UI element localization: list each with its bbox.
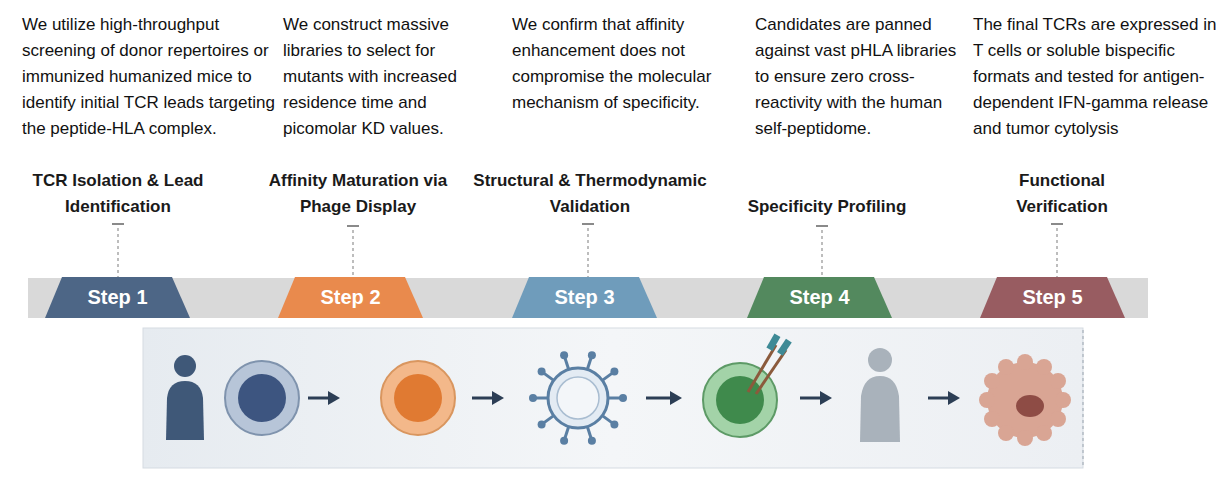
leader-line — [352, 230, 353, 277]
step-label: Step 4 — [789, 286, 849, 309]
tumor-bleb — [984, 373, 1000, 389]
tumor-bleb — [1055, 392, 1071, 408]
cell-nucleus — [238, 374, 286, 422]
arrow-shaft — [646, 397, 672, 400]
tumor-bleb — [998, 359, 1014, 375]
spike-tip — [619, 394, 627, 402]
illustration-strip — [143, 328, 1083, 468]
tumor-bleb — [1017, 354, 1033, 370]
pipette-tip — [766, 334, 780, 351]
tumor-cell — [979, 354, 1071, 446]
spike-tip — [588, 437, 596, 445]
phage-capsid — [548, 368, 608, 428]
tumor-bleb — [1017, 430, 1033, 446]
step-heading: Functional Verification — [997, 168, 1127, 220]
spike-tip — [560, 437, 568, 445]
pipette — [756, 350, 786, 394]
arrow-head — [948, 391, 960, 405]
donor-figure — [166, 355, 204, 440]
timeline-band — [28, 278, 1148, 318]
spike-tip — [538, 368, 546, 376]
arrow-head — [820, 391, 832, 405]
pipette-tip — [777, 339, 792, 356]
arrow-shaft — [308, 397, 330, 400]
leader-cap — [582, 223, 594, 225]
figure-head — [174, 355, 196, 377]
step-label: Step 3 — [554, 286, 614, 309]
leader-cap — [816, 225, 828, 227]
tumor-nucleus — [1016, 395, 1044, 417]
step-description: Candidates are panned against vast pHLA … — [755, 12, 973, 142]
figure-head — [868, 348, 892, 372]
patient-figure — [860, 348, 900, 442]
step-heading: Affinity Maturation via Phage Display — [242, 168, 474, 220]
tumor-bleb — [979, 392, 995, 408]
leader-cap — [1051, 223, 1063, 225]
leader-caps — [112, 224, 1063, 226]
step-heading: Structural & Thermodynamic Validation — [472, 168, 708, 220]
figure-body — [166, 381, 204, 440]
tumor-bleb — [998, 425, 1014, 441]
arrow-head — [328, 391, 340, 405]
arrow-shaft — [472, 397, 494, 400]
step-chevron: Step 3 — [512, 277, 657, 318]
arrow-shaft — [800, 397, 822, 400]
arrow-head — [492, 391, 504, 405]
step-label: Step 5 — [1022, 286, 1082, 309]
step-description: The final TCRs are expressed in T cells … — [973, 12, 1223, 142]
step-label: Step 2 — [320, 286, 380, 309]
step-chevron: Step 2 — [278, 277, 423, 318]
phage-core — [557, 377, 599, 419]
spike-tip — [560, 351, 568, 359]
tumor-bleb — [1036, 425, 1052, 441]
spike-tip — [610, 421, 618, 429]
phage-particle — [529, 351, 627, 445]
tumor-bleb — [984, 411, 1000, 427]
spike-tip — [529, 394, 537, 402]
step-description: We utilize high-throughput screening of … — [22, 12, 284, 142]
t-cell-green — [703, 334, 792, 437]
strip-edge — [1083, 330, 1084, 466]
tumor-bleb — [1050, 411, 1066, 427]
spike-tip — [538, 421, 546, 429]
step-chevron: Step 4 — [747, 277, 892, 318]
tumor-bleb — [1050, 373, 1066, 389]
leader-cap — [112, 223, 124, 225]
figure-body — [860, 376, 900, 442]
leader-line — [1056, 228, 1057, 277]
step-heading: TCR Isolation & Lead Identification — [8, 168, 228, 220]
spike-tips — [529, 351, 627, 445]
arrow-head — [670, 391, 682, 405]
leader-line — [821, 230, 822, 277]
chevron-fill — [45, 277, 190, 318]
step-chevron: Step 5 — [980, 277, 1125, 318]
tumor-bleb — [1036, 359, 1052, 375]
step-chevron: Step 1 — [45, 277, 190, 318]
chevron-fill — [278, 277, 423, 318]
leader-line — [587, 228, 588, 277]
arrow-shaft — [928, 397, 950, 400]
tumor-body — [987, 362, 1063, 438]
cell-membrane — [225, 361, 299, 435]
cell-nucleus — [716, 376, 764, 424]
step-label: Step 1 — [87, 286, 147, 309]
t-cell-orange — [381, 361, 455, 435]
leader-line — [117, 228, 118, 277]
leader-lines — [118, 228, 1057, 277]
cell-membrane — [381, 361, 455, 435]
step-description: We construct massive libraries to select… — [283, 12, 495, 142]
chevron-fill — [747, 277, 892, 318]
spike-tip — [610, 368, 618, 376]
spike-tip — [588, 351, 596, 359]
chevron-fill — [512, 277, 657, 318]
step-description: We confirm that affinity enhancement doe… — [512, 12, 717, 116]
step-heading: Specificity Profiling — [717, 194, 937, 220]
t-cell-blue — [225, 361, 299, 435]
leader-cap — [347, 225, 359, 227]
cell-nucleus — [394, 374, 442, 422]
chevron-fill — [980, 277, 1125, 318]
cell-membrane — [703, 363, 777, 437]
